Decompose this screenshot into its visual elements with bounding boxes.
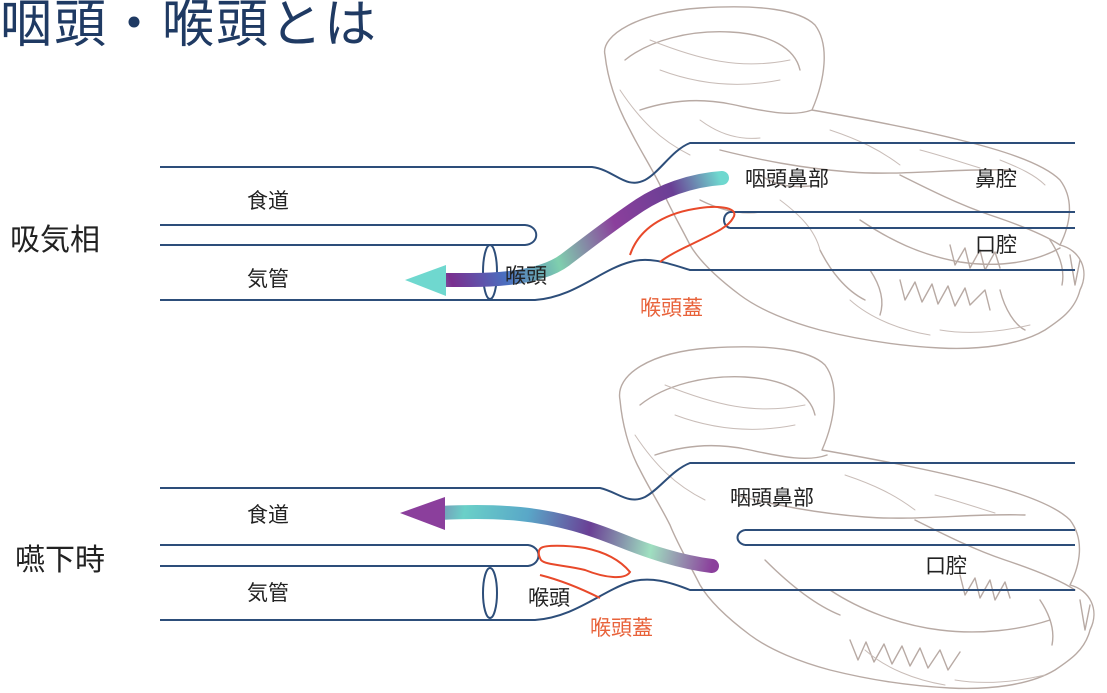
page-title: 咽頭・喉頭とは	[0, 0, 378, 55]
soft-palate-tip	[723, 211, 731, 229]
esophagus-trachea-divider	[160, 544, 540, 567]
airflow-arrow-icon	[405, 171, 729, 296]
swallow-flow-arrow-icon	[400, 497, 719, 573]
swallowing-diagram: 嚥下時 食道 気管 喉頭 咽頭鼻部 口腔 喉頭蓋	[15, 462, 1075, 640]
soft-palate-tip	[736, 529, 746, 546]
epiglottis-edge	[539, 574, 601, 599]
upper-wall	[160, 462, 1075, 501]
upper-wall	[160, 142, 1075, 184]
label-nasopharynx: 咽頭鼻部	[730, 486, 814, 510]
inspiration-diagram: 吸気相 食道 気管 喉頭 咽頭鼻部 鼻腔 口腔 喉頭蓋	[10, 142, 1075, 320]
label-larynx: 喉頭	[505, 264, 547, 288]
label-trachea: 気管	[247, 581, 289, 605]
dog-skull-illustration	[603, 6, 1095, 690]
epiglottis-outline	[629, 205, 736, 263]
phase-label: 嚥下時	[15, 543, 105, 578]
label-oral-cavity: 口腔	[975, 233, 1017, 257]
label-nasal-cavity: 鼻腔	[975, 167, 1017, 191]
label-esophagus: 食道	[247, 189, 289, 213]
larynx-ring	[482, 244, 498, 300]
label-oral-cavity: 口腔	[925, 554, 967, 578]
label-larynx: 喉頭	[528, 586, 570, 610]
esophagus-trachea-divider	[160, 224, 538, 246]
label-epiglottis: 喉頭蓋	[590, 616, 653, 640]
phase-label: 吸気相	[10, 223, 100, 258]
larynx-ring	[482, 567, 498, 619]
trachea-floor	[160, 258, 1075, 301]
label-nasopharynx: 咽頭鼻部	[745, 167, 829, 191]
epiglottis-outline	[537, 544, 632, 578]
label-esophagus: 食道	[247, 503, 289, 527]
label-epiglottis: 喉頭蓋	[640, 296, 703, 320]
trachea-floor	[160, 578, 1075, 621]
label-trachea: 気管	[247, 267, 289, 291]
